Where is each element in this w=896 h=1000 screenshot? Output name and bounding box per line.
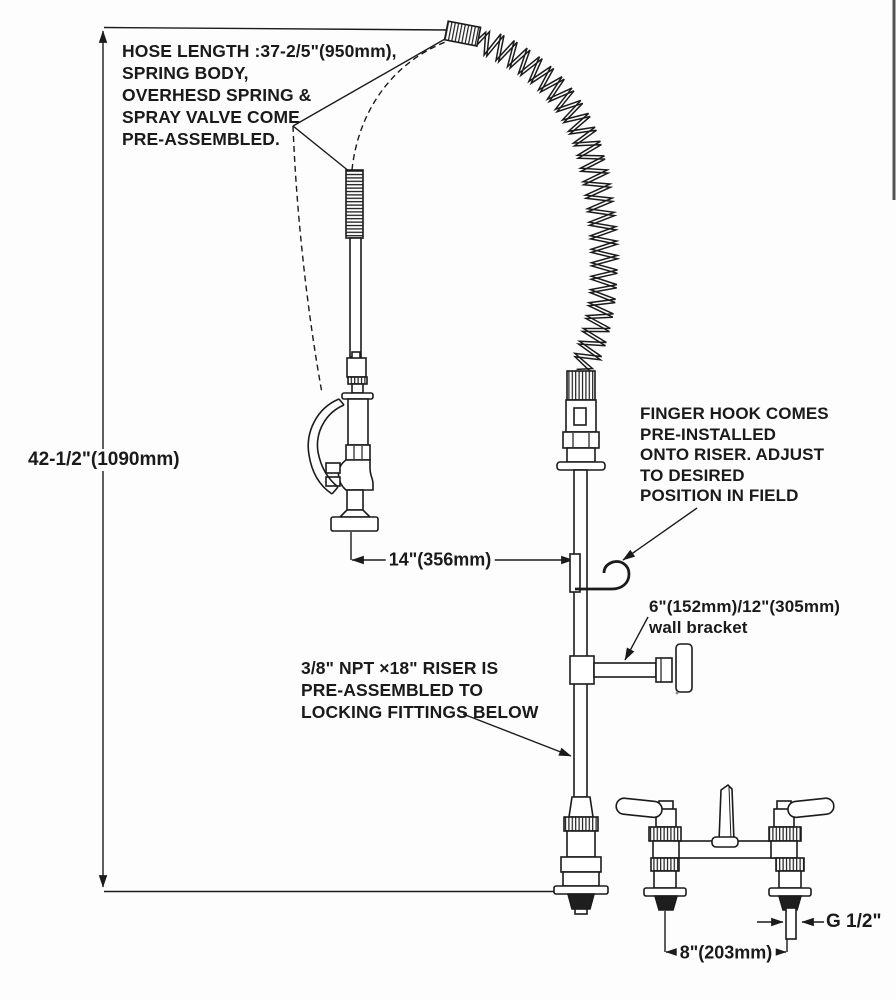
handle-pivot-upper: [325, 462, 341, 474]
wand-hose-tube: [349, 237, 362, 358]
finger-hook-note: FINGER HOOK COMES PRE-INSTALLED ONTO RIS…: [640, 404, 829, 507]
hose-note-leader-dashed: [292, 125, 323, 394]
center-spout: [718, 783, 735, 842]
finger-hook-note-line4: TO DESIRED: [640, 465, 745, 485]
right-shank-nut: [777, 895, 803, 911]
finger-hook-leader: [622, 507, 698, 561]
riser-nut: [562, 431, 600, 449]
hose-note-line1: HOSE LENGTH :37-2/5"(950mm),: [122, 41, 397, 61]
right-shank-knurl: [775, 857, 805, 872]
faucet-body-assembly: [615, 783, 835, 940]
hose-note: HOSE LENGTH :37-2/5"(950mm), SPRING BODY…: [122, 40, 397, 150]
lock-collar: [568, 796, 594, 818]
valve-flange: [341, 392, 374, 400]
riser-note-line2: PRE-ASSEMBLED TO: [301, 680, 484, 700]
bracket-nut: [655, 657, 673, 683]
riser-assembly: [553, 399, 693, 915]
riser-note: 3/8" NPT ×18" RISER IS PRE-ASSEMBLED TO …: [301, 657, 538, 723]
riser-collar: [556, 461, 606, 471]
left-bonnet: [648, 826, 682, 842]
right-deck-flange: [768, 887, 812, 897]
left-deck-flange: [643, 887, 687, 897]
left-valve-body: [652, 840, 680, 859]
wall-bracket-leader: [624, 616, 649, 661]
left-shank-knurl: [650, 857, 680, 872]
hose-note-leader-to-connector: [292, 34, 453, 127]
bracket-bar: [593, 662, 657, 678]
spray-bell-rim: [330, 516, 379, 532]
finger-hook-note-line2: PRE-INSTALLED: [640, 424, 777, 444]
spray-neck: [346, 489, 364, 511]
finger-hook-note-line5: POSITION IN FIELD: [640, 486, 799, 505]
hose-note-line4: SPRAY VALVE COME: [122, 107, 300, 127]
hose-bottom-connector: [566, 370, 596, 401]
hose-note-line2: SPRING BODY,: [122, 63, 249, 83]
valve-neck-upper: [351, 383, 364, 394]
wall-bracket-note: 6"(152mm)/12"(305mm) wall bracket: [649, 596, 840, 638]
lock-tail: [574, 908, 588, 915]
hose-note-line3: OVERHESD SPRING &: [122, 85, 312, 105]
hose-coupling: [346, 357, 367, 378]
right-valve-body: [770, 840, 798, 859]
bracket-flange: [675, 643, 693, 693]
finger-hook: [575, 560, 631, 591]
valve-body: [337, 459, 374, 491]
left-lever-handle: [615, 797, 663, 819]
left-shank: [653, 870, 677, 889]
squeeze-handle-inner: [316, 404, 345, 488]
locking-fittings: [553, 796, 609, 915]
riser-note-leader: [462, 713, 572, 757]
hose-dashed-curve: [351, 40, 449, 171]
scan-noise-dot: [675, 691, 679, 695]
squeeze-handle-outer: [307, 398, 340, 495]
spray-valve-assembly: [307, 169, 379, 532]
riser-pipe: [573, 469, 588, 798]
lock-body: [566, 830, 596, 858]
top-extension-line: [103, 26, 451, 31]
coupling-ring: [347, 376, 368, 385]
overhead-spring-coil: [443, 20, 621, 401]
valve-upper-tube: [347, 398, 369, 446]
valve-band: [345, 444, 371, 461]
lock-knurl: [563, 816, 599, 832]
wall-bracket-note-line2: wall bracket: [649, 618, 748, 637]
right-valve: [768, 797, 835, 940]
right-inlet-tailpiece: [785, 907, 797, 940]
coil-zigzag-outline-b: [476, 29, 621, 372]
coil-zigzag-outline-a: [473, 30, 621, 371]
overall-height-dimension-label: 42-1/2"(1090mm): [26, 449, 182, 471]
spring-body: [345, 169, 364, 239]
spout-base: [711, 836, 739, 848]
lock-hex-lower: [562, 871, 600, 887]
wall-bracket: [569, 643, 693, 693]
spray-bell-flare: [338, 509, 372, 518]
right-shank: [778, 870, 802, 889]
hose-note-leader-to-spring: [292, 125, 351, 173]
riser-note-line3: LOCKING FITTINGS BELOW: [301, 702, 539, 722]
spray-offset-dimension-label: 14"(356mm): [385, 549, 495, 571]
right-bonnet: [768, 826, 802, 842]
riser-note-line1: 3/8" NPT ×18" RISER IS: [301, 658, 499, 678]
hook-clamp: [569, 553, 581, 593]
lock-shank-nut: [566, 893, 596, 910]
hose-top-connector: [443, 20, 482, 48]
fitting-window: [573, 407, 587, 426]
hose-note-line5: PRE-ASSEMBLED.: [122, 129, 280, 149]
left-shank-nut: [653, 895, 679, 911]
inlet-spacing-dimension-label: 8"(203mm): [676, 942, 776, 964]
bracket-sleeve: [569, 655, 595, 685]
finger-hook-note-line1: FINGER HOOK COMES: [640, 404, 829, 423]
finger-hook-note-line3: ONTO RISER. ADJUST: [640, 445, 825, 464]
wall-bracket-note-line1: 6"(152mm)/12"(305mm): [649, 597, 841, 616]
riser-neck: [566, 447, 596, 463]
lock-deck-flange: [553, 885, 609, 895]
leader-lines: [292, 34, 698, 757]
inlet-thread-label: G 1/2": [826, 911, 882, 932]
lock-hex-upper: [560, 856, 602, 873]
right-lever-handle: [787, 797, 835, 819]
left-valve: [615, 797, 687, 911]
